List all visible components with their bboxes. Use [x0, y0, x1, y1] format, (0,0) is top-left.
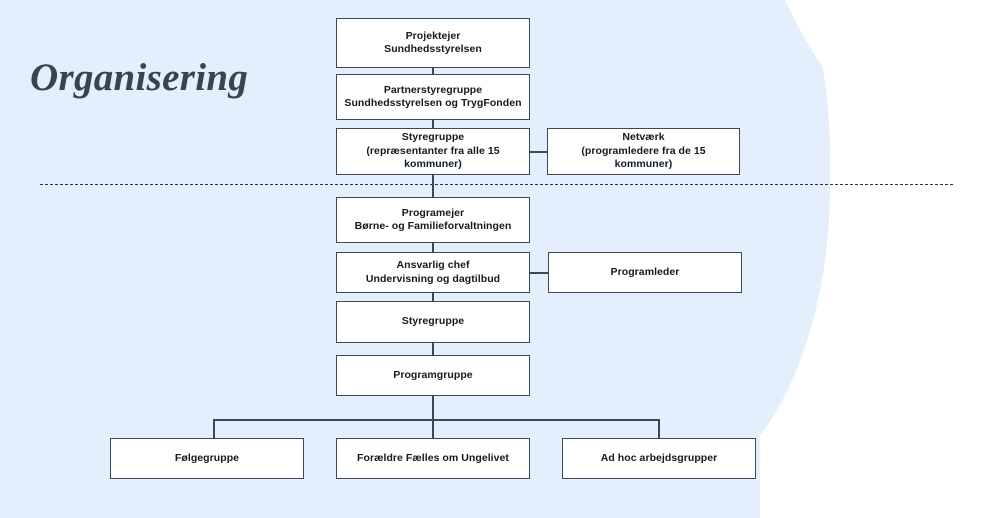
edge-ansvarligchef-programleder: [530, 272, 549, 274]
node-label: Forældre Fælles om Ungelivet: [357, 451, 509, 464]
node-label: Styregruppe (repræsentanter fra alle 15 …: [366, 131, 500, 171]
background-blob-blue: [500, 0, 830, 490]
background-notch-bottom-right: [740, 430, 992, 518]
node-label: Programejer Børne- og Familieforvaltning…: [354, 206, 512, 233]
node-ansvarlig-chef[interactable]: Ansvarlig chef Undervisning og dagtilbud: [336, 252, 530, 293]
node-netvaerk[interactable]: Netværk (programledere fra de 15 kommune…: [547, 128, 740, 175]
edge-partnerstyregruppe-styregruppe: [432, 120, 434, 128]
edge-bus-adhoc: [658, 419, 660, 438]
node-label: Projektejer Sundhedsstyrelsen: [384, 29, 482, 56]
edge-projektejer-partnerstyregruppe: [432, 68, 434, 74]
edge-styregruppe-netvaerk: [530, 151, 548, 153]
edge-bottom-bus: [213, 419, 659, 421]
section-divider-dashed: [40, 184, 953, 185]
node-foraeldre-faelles-om-ungelivet[interactable]: Forældre Fælles om Ungelivet: [336, 438, 530, 479]
node-styregruppe-top[interactable]: Styregruppe (repræsentanter fra alle 15 …: [336, 128, 530, 175]
edge-bus-foelgegruppe: [213, 419, 215, 438]
node-label: Ansvarlig chef Undervisning og dagtilbud: [365, 259, 501, 285]
node-label: Programgruppe: [393, 368, 473, 381]
node-ad-hoc-arbejdsgrupper[interactable]: Ad hoc arbejdsgrupper: [562, 438, 756, 479]
node-label: Partnerstyregruppe Sundhedsstyrelsen og …: [344, 83, 522, 110]
edge-programgruppe-bus: [432, 396, 434, 420]
node-programgruppe[interactable]: Programgruppe: [336, 355, 530, 396]
node-partnerstyregruppe[interactable]: Partnerstyregruppe Sundhedsstyrelsen og …: [336, 74, 530, 120]
node-programleder[interactable]: Programleder: [548, 252, 742, 293]
edge-styregruppe-programgruppe: [432, 343, 434, 355]
node-label: Netværk (programledere fra de 15 kommune…: [581, 131, 706, 171]
edge-ansvarligchef-styregruppe: [432, 293, 434, 301]
node-styregruppe-bund[interactable]: Styregruppe: [336, 301, 530, 343]
node-programejer[interactable]: Programejer Børne- og Familieforvaltning…: [336, 197, 530, 243]
node-label: Programleder: [610, 265, 680, 278]
node-label: Ad hoc arbejdsgrupper: [600, 451, 718, 464]
page-title: Organisering: [30, 56, 249, 99]
edge-bus-foraeldre: [432, 419, 434, 438]
node-projektejer[interactable]: Projektejer Sundhedsstyrelsen: [336, 18, 530, 68]
node-foelgegruppe[interactable]: Følgegruppe: [110, 438, 304, 479]
edge-programejer-ansvarligchef: [432, 243, 434, 252]
node-label: Styregruppe: [401, 315, 465, 328]
node-label: Følgegruppe: [174, 451, 240, 464]
edge-styregruppe-programejer: [432, 175, 434, 197]
